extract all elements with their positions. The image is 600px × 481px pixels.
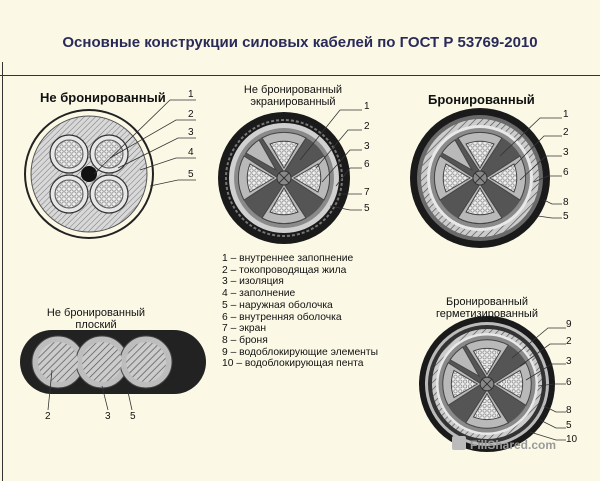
number-marker: 6 <box>566 377 572 388</box>
number-marker: 2 <box>364 121 370 132</box>
number-marker: 3 <box>563 147 569 158</box>
number-marker: 5 <box>566 420 572 431</box>
legend-item: 3 – изоляция <box>222 276 284 288</box>
leaders-sealed <box>511 327 566 441</box>
number-marker: 3 <box>105 411 111 422</box>
legend-item: 10 – водоблокирующая пента <box>222 358 364 370</box>
label-unarmored-screened: Не бронированный экранированный <box>238 84 348 108</box>
cable-armored <box>410 108 550 248</box>
label-flat-line2: плоский <box>75 319 117 331</box>
label-screened-line1: Не бронированный <box>243 84 343 96</box>
label-armored: Бронированный <box>428 92 535 107</box>
legend-item: 2 – токопроводящая жила <box>222 264 347 276</box>
number-marker: 5 <box>188 169 194 180</box>
legend-item: 1 – внутреннее запопнение <box>222 253 354 264</box>
number-marker: 1 <box>364 101 370 112</box>
watermark-icon <box>452 436 466 450</box>
number-marker: 8 <box>566 405 572 416</box>
number-marker: 10 <box>566 434 578 445</box>
number-marker: 2 <box>45 411 51 422</box>
conductor-group <box>49 134 129 214</box>
number-marker: 7 <box>364 187 370 198</box>
legend-item: 6 – внутренняя оболочка <box>222 311 342 323</box>
legend-item: 9 – водоблокирующие элементы <box>222 346 378 358</box>
legend-item: 4 – заполнение <box>222 288 296 300</box>
number-marker: 2 <box>563 127 569 138</box>
number-marker: 1 <box>563 109 569 120</box>
cable-unarmored <box>24 109 154 239</box>
number-marker: 1 <box>188 89 194 100</box>
label-sealed-line1: Бронированный <box>446 296 528 308</box>
cable-unarmored-screened <box>218 112 350 244</box>
label-armored-sealed: Бронированный герметизированный <box>422 296 552 320</box>
legend: 1 – внутреннее запопнение 2 – токопровод… <box>222 253 378 370</box>
label-unarmored: Не бронированный <box>40 90 166 105</box>
page-title: Основные конструкции силовых кабелей по … <box>62 34 538 51</box>
number-marker: 6 <box>563 167 569 178</box>
number-marker: 2 <box>188 109 194 120</box>
number-marker: 8 <box>563 197 569 208</box>
frame-left-line <box>2 62 3 481</box>
number-marker: 9 <box>566 319 572 330</box>
label-flat-line1: Не бронированный <box>46 307 146 319</box>
leaders-flat <box>47 369 133 411</box>
number-marker: 5 <box>130 411 136 422</box>
legend-item: 5 – наружная оболочка <box>222 299 333 311</box>
legend-item: 7 – экран <box>222 323 267 335</box>
number-marker: 4 <box>188 147 194 158</box>
number-marker: 6 <box>364 159 370 170</box>
number-marker: 2 <box>566 336 572 347</box>
cable-armored-sealed <box>419 316 555 452</box>
label-flat: Не бронированный плоский <box>36 307 156 331</box>
frame-top-line <box>0 75 600 76</box>
number-marker: 3 <box>566 356 572 367</box>
number-marker: 5 <box>364 203 370 214</box>
leaders-armored <box>499 117 562 219</box>
leaders-unarmored <box>93 99 196 187</box>
legend-item: 8 – броня <box>222 334 268 346</box>
watermark: FillShared.com <box>470 438 557 452</box>
number-marker: 3 <box>364 141 370 152</box>
cable-flat <box>20 330 206 394</box>
label-sealed-line2: герметизированный <box>436 308 538 320</box>
number-marker: 3 <box>188 127 194 138</box>
number-marker: 5 <box>563 211 569 222</box>
leaders-screened <box>299 109 362 211</box>
label-screened-line2: экранированный <box>250 96 336 108</box>
